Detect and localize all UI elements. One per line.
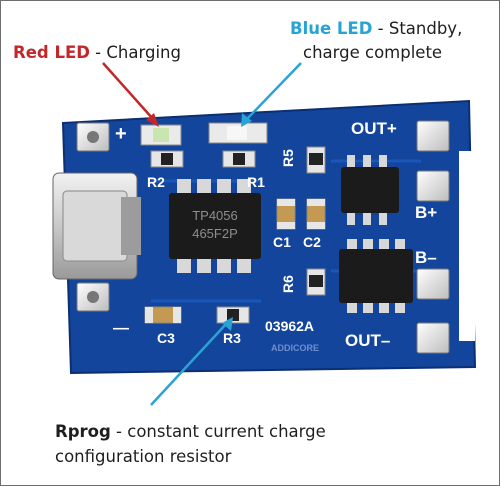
silk-b-minus: B– xyxy=(415,248,437,267)
capacitor-c1 xyxy=(276,198,296,230)
resistor-r2 xyxy=(150,150,184,168)
protection-ic xyxy=(341,155,399,225)
resistor-r6 xyxy=(306,268,326,296)
silk-c2: C2 xyxy=(303,234,321,250)
blue-led-arrow xyxy=(241,62,302,127)
red-led-name: Red LED xyxy=(13,43,90,62)
silk-b-plus: B+ xyxy=(415,203,437,222)
silk-r1: R1 xyxy=(247,174,265,190)
resistor-r5 xyxy=(306,146,326,174)
red-led-callout: Red LED - Charging xyxy=(13,43,181,63)
resistor-r1 xyxy=(222,150,256,168)
silk-minus: — xyxy=(113,320,129,337)
rprog-callout: Rprog - constant current charge xyxy=(55,422,326,442)
blue-led-name: Blue LED xyxy=(290,19,373,38)
tp4056-chip: TP4056 465F2P xyxy=(169,179,261,273)
silkscreen-labels: + — OUT+ OUT– B+ B– R2 R1 R3 C1 C2 C3 03… xyxy=(113,119,437,353)
capacitor-c3 xyxy=(144,306,182,324)
chip-marking-1: TP4056 xyxy=(192,208,238,223)
capacitor-c2 xyxy=(306,198,326,230)
silk-board-code: 03962A xyxy=(265,318,314,334)
rprog-desc-1: - constant current charge xyxy=(110,422,326,441)
silk-c3: C3 xyxy=(157,330,175,346)
silk-r3: R3 xyxy=(223,330,241,346)
rprog-arrow xyxy=(150,317,233,406)
silk-r6: R6 xyxy=(280,275,296,293)
red-arrow xyxy=(102,62,159,127)
blue-led-desc-1: - Standby, xyxy=(372,19,463,38)
silk-r2: R2 xyxy=(147,174,165,190)
resistor-r3 xyxy=(216,306,250,324)
red-led-desc: - Charging xyxy=(89,43,181,62)
blue-led-callout: Blue LED - Standby, xyxy=(290,19,462,39)
blue-led-desc-2: charge complete xyxy=(303,43,443,62)
rprog-name: Rprog xyxy=(55,422,111,441)
silk-out-plus: OUT+ xyxy=(351,119,397,138)
usb-connector xyxy=(52,172,141,280)
silk-out-minus: OUT– xyxy=(345,331,390,350)
silk-r5: R5 xyxy=(280,149,296,167)
blue-led xyxy=(208,122,268,144)
red-led xyxy=(140,124,182,146)
chip-marking-2: 465F2P xyxy=(192,226,238,241)
mosfet-ic xyxy=(339,239,413,313)
rprog-desc-2: configuration resistor xyxy=(55,447,232,466)
solder-pads xyxy=(76,120,450,354)
silk-c1: C1 xyxy=(273,234,291,250)
silk-plus: + xyxy=(115,123,127,145)
silk-brand: ADDICORE xyxy=(271,343,319,353)
